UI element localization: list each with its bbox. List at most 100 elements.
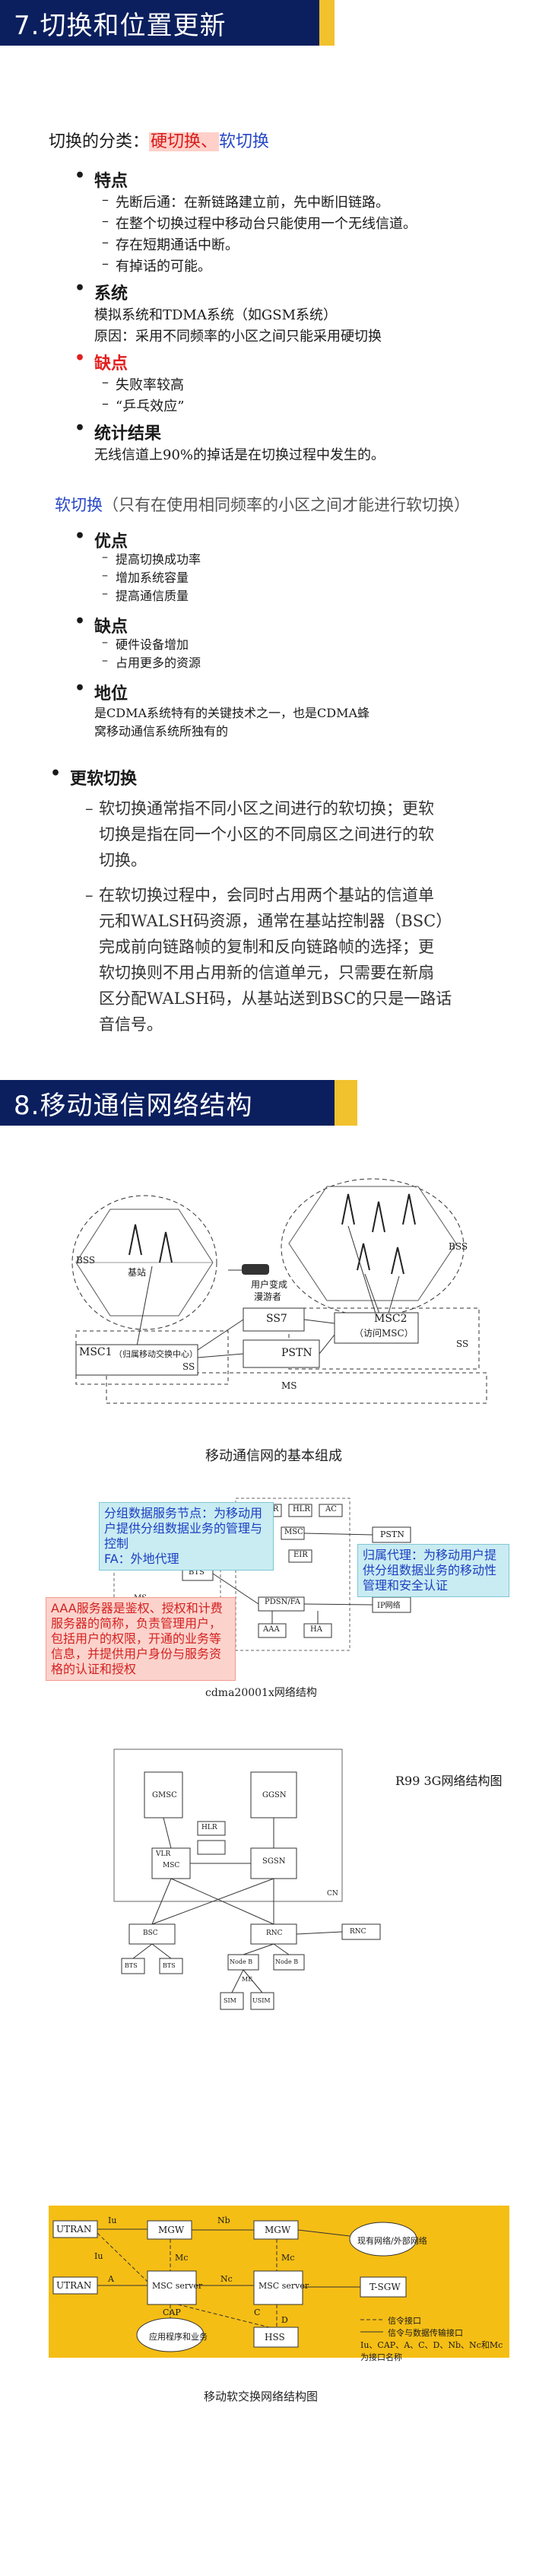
fig4-ext: 现有网络/外部网络: [357, 2236, 427, 2246]
stats-line: 无线信道上90%的掉话是在切换过程中发生的。: [94, 447, 385, 463]
fig3-me: ME: [242, 1976, 253, 1983]
fig1-car-label-2: 漫游者: [254, 1291, 282, 1302]
fig2-ac: AC: [325, 1505, 337, 1514]
soft-con-2: 占用更多的资源: [102, 653, 201, 671]
fig1-msc2-sub: （访问MSC）: [354, 1328, 414, 1339]
fig4-mc-1: Mc: [175, 2253, 189, 2263]
fig4-hss: HSS: [265, 2332, 285, 2343]
fig4-a: A: [108, 2274, 114, 2284]
fig1-bss-left: BSS: [76, 1255, 96, 1266]
con-2: “乒乓效应”: [102, 395, 184, 415]
system-line-2: 原因：采用不同频率的小区之间只能采用硬切换: [94, 329, 382, 345]
fig4-msc-server-2: MSC server: [258, 2281, 309, 2291]
fig3-ggsn: GGSN: [262, 1791, 287, 1799]
fig2-caption: cdma20001x网络结构: [205, 1687, 317, 1699]
fig4-utran-1: UTRAN: [56, 2224, 92, 2235]
fig2-ha: HA: [310, 1625, 322, 1634]
status-line-2: 窝移动通信系统所独有的: [94, 724, 229, 738]
fig1-car-label-1: 用户变成: [251, 1279, 288, 1290]
fig2-ip: IP网络: [377, 1602, 401, 1610]
feature-1: 先断后通：在新链路建立前，先中断旧链路。: [102, 192, 389, 211]
soft-handoff-label: 软切换: [219, 132, 270, 151]
fig1-msc1: MSC1: [79, 1346, 113, 1358]
soft-cons-title: 缺点: [75, 611, 128, 637]
fig2-eir: EIR: [293, 1551, 308, 1559]
fig4-tsgw: T-SGW: [369, 2282, 401, 2292]
fig4-legend-3: Iu、CAP、A、C、D、Nb、Nc和Mc为接口名称: [360, 2340, 503, 2362]
fig4-mgw-2: MGW: [265, 2225, 291, 2235]
section8-title: 8.移动通信网络结构: [14, 1090, 253, 1121]
fig4-d: D: [281, 2315, 288, 2325]
fig1-station: 基站: [128, 1267, 147, 1278]
fig4-iu-1: Iu: [108, 2215, 117, 2225]
fig4-msc-server-1: MSC server: [152, 2281, 203, 2291]
fig2-callout-ha: 归属代理：为移动用户提供分组数据业务的移动性管理和安全认证: [357, 1544, 509, 1597]
hard-handoff-label: 硬切换、: [149, 132, 220, 151]
fig4-cap: CAP: [163, 2308, 181, 2317]
fig3-gmsc: GMSC: [152, 1791, 177, 1799]
system-line-1: 模拟系统和TDMA系统（如GSM系统）: [94, 307, 338, 323]
fig4-legend-1: 信令接口: [388, 2316, 421, 2326]
fig3-bsc: BSC: [143, 1930, 158, 1937]
section7-title: 7.切换和位置更新: [14, 10, 227, 41]
fig1-pstn: PSTN: [281, 1347, 312, 1359]
fig3-rnc-2: RNC: [350, 1928, 366, 1936]
fig2-network-diagram: [113, 1498, 411, 1651]
fig4-caption: 移动软交换网络结构图: [204, 2390, 319, 2403]
fig2-hlr: HLR: [293, 1505, 310, 1514]
fig3-usim: USIM: [252, 1997, 271, 2004]
fig4-network-diagram: [52, 2220, 417, 2352]
feature-4: 有掉话的可能。: [102, 256, 211, 275]
softer-para-1: 软切换通常指不同小区之间进行的软切换；更软 切换是指在同一个小区的不同扇区之间进…: [85, 796, 509, 873]
fig1-ms: MS: [281, 1380, 297, 1391]
fig3-sgsn: SGSN: [262, 1857, 286, 1866]
soft-heading: 软切换（只有在使用相同频率的小区之间才能进行软切换）: [55, 496, 470, 514]
fig3-msc: MSC: [163, 1862, 180, 1869]
fig4-mc-2: Mc: [281, 2253, 295, 2263]
fig4-nc: Nc: [220, 2274, 233, 2284]
fig1-network-diagram: [71, 1178, 487, 1404]
fig3-vlr: VLR: [156, 1850, 171, 1858]
fig1-ss7: SS7: [266, 1313, 287, 1325]
fig4-mgw-1: MGW: [158, 2225, 185, 2235]
pro-1: 提高切换成功率: [102, 549, 201, 567]
fig1-msc1-sub: （归属移动交换中心）: [114, 1349, 198, 1359]
status-line-1: 是CDMA系统特有的关键技术之一，也是CDMA蜂: [94, 706, 370, 720]
cons-title: 缺点: [75, 348, 128, 374]
fig2-pstn: PSTN: [380, 1529, 404, 1539]
feature-3: 存在短期通话中断。: [102, 234, 239, 254]
fig1-ss-right: SS: [456, 1339, 469, 1349]
fig2-pdsn: PDSN/FA: [265, 1598, 301, 1606]
fig4-app: 应用程序和业务: [149, 2332, 208, 2342]
features-title: 特点: [75, 166, 128, 192]
pros-title: 优点: [75, 526, 128, 552]
feature-2: 在整个切换过程中移动台只能使用一个无线信道。: [102, 213, 417, 233]
stats-title: 统计结果: [75, 418, 161, 444]
con-1: 失败率较高: [102, 374, 184, 394]
fig3-cn: CN: [327, 1890, 338, 1898]
fig4-iu-2: Iu: [94, 2251, 103, 2261]
fig4-nb: Nb: [217, 2215, 230, 2225]
system-title: 系统: [75, 278, 128, 304]
softer-para-2: 在软切换过程中，会同时占用两个基站的信道单 元和WALSH码资源，通常在基站控制…: [85, 882, 509, 1037]
fig1-caption: 移动通信网的基本组成: [205, 1448, 342, 1464]
fig3-bts-1: BTS: [125, 1962, 138, 1969]
fig2-callout-aaa: AAA服务器是鉴权、授权和计费服务器的简称，负责管理用户，包括用户的权限，开通的…: [46, 1597, 236, 1681]
status-title: 地位: [75, 678, 128, 704]
fig4-legend-2: 信令与数据传输接口: [388, 2328, 463, 2338]
soft-con-1: 硬件设备增加: [102, 634, 189, 653]
fig4-c: C: [254, 2308, 261, 2317]
fig2-aaa: AAA: [263, 1625, 280, 1634]
section7-header: 7.切换和位置更新: [0, 0, 555, 46]
fig3-bts-2: BTS: [163, 1962, 176, 1969]
fig2-callout-pdsn: 分组数据服务节点：为移动用户提供分组数据业务的管理与控制 FA：外地代理: [99, 1502, 274, 1571]
fig3-network-diagram: [113, 1749, 381, 2010]
softer-title: 更软切换: [50, 764, 137, 789]
section8-header: 8.移动通信网络结构: [0, 1080, 555, 1126]
pro-3: 提高通信质量: [102, 586, 189, 604]
pro-2: 增加系统容量: [102, 567, 189, 586]
fig3-title: R99 3G网络结构图: [395, 1774, 503, 1788]
fig4-utran-2: UTRAN: [56, 2280, 92, 2291]
fig2-bts: BTS: [189, 1568, 205, 1577]
fig3-sim: SIM: [224, 1997, 236, 2004]
